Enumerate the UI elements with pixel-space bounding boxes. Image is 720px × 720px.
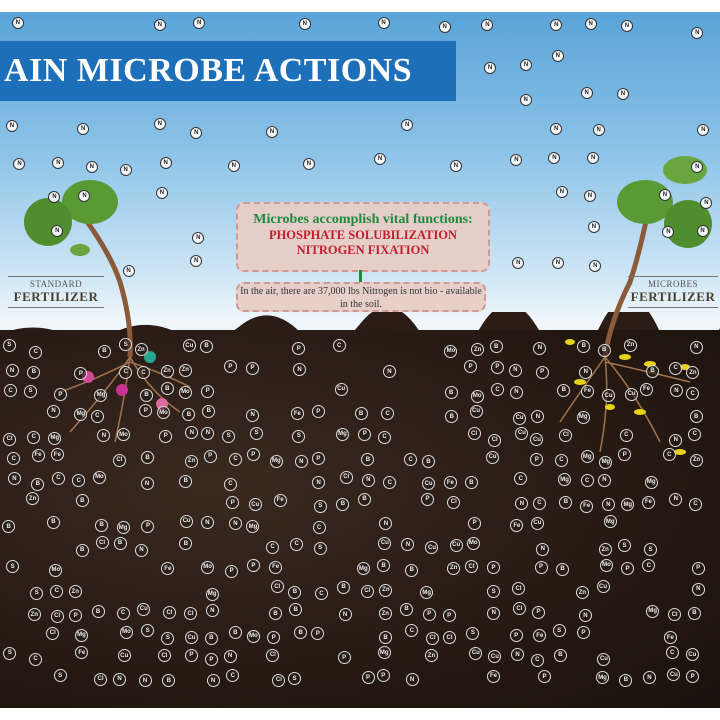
nitrogen-atom-icon: N [153, 19, 166, 32]
nitrogen-atom-icon: N [510, 154, 523, 167]
nitrogen-atom-icon: N [190, 126, 203, 139]
page-title: AIN MICROBE ACTIONS [0, 41, 456, 101]
nitrogen-atom-icon: N [512, 256, 525, 269]
nitrogen-atom-icon: N [153, 118, 166, 131]
nitrogen-atom-icon: N [302, 158, 315, 171]
nitrogen-atom-icon: N [227, 159, 240, 172]
microbes-fertilizer-label: MICROBES FERTILIZER [628, 274, 718, 310]
microbe-functions-callout: Microbes accomplish vital functions: PHO… [236, 202, 490, 272]
nitrogen-atom-icon: N [377, 17, 390, 30]
standard-fertilizer-label: STANDARD FERTILIZER [8, 274, 104, 310]
callout-connector [359, 270, 362, 282]
leaf-icon [617, 180, 673, 224]
nitrogen-atom-icon: N [584, 17, 597, 30]
nitrogen-atom-icon: N [592, 124, 605, 137]
nitrogen-atom-icon: N [5, 119, 18, 132]
nitrogen-atom-icon: N [551, 50, 564, 63]
label-big: FERTILIZER [13, 289, 99, 304]
nitrogen-atom-icon: N [374, 152, 387, 165]
leaf-icon [664, 200, 712, 248]
leaf-icon [663, 156, 707, 184]
nitrogen-atom-icon: N [77, 122, 90, 135]
label-small: MICROBES [647, 279, 698, 289]
nitrogen-atom-icon: N [298, 18, 311, 31]
nitrogen-atom-icon: N [193, 16, 206, 29]
nitrogen-atom-icon: N [266, 125, 279, 138]
function-nitrogen: NITROGEN FIXATION [296, 243, 430, 257]
nitrogen-atom-icon: N [520, 58, 533, 71]
function-phosphate: PHOSPHATE SOLUBILIZATION [268, 228, 458, 242]
nitrogen-note: In the air, there are 37,000 lbs Nitroge… [236, 282, 486, 312]
callout-heading: Microbes accomplish vital functions: [253, 212, 473, 227]
nitrogen-atom-icon: N [52, 156, 65, 169]
nitrogen-atom-icon: N [519, 94, 532, 107]
nitrogen-atom-icon: N [620, 20, 633, 33]
nitrogen-atom-icon: N [580, 87, 593, 100]
nitrogen-atom-icon: N [11, 17, 24, 30]
nitrogen-atom-icon: N [13, 157, 26, 170]
nitrogen-atom-icon: N [691, 26, 704, 39]
nitrogen-atom-icon: N [159, 157, 172, 170]
label-big: FERTILIZER [630, 289, 716, 304]
label-small: STANDARD [29, 279, 83, 289]
nitrogen-atom-icon: N [481, 19, 494, 32]
nitrogen-atom-icon: N [550, 122, 563, 135]
nitrogen-atom-icon: N [438, 21, 451, 34]
nitrogen-atom-icon: N [697, 123, 710, 136]
leaf-icon [24, 198, 72, 246]
nitrogen-atom-icon: N [484, 61, 497, 74]
left-plant [24, 180, 191, 443]
nitrogen-atom-icon: N [401, 118, 414, 131]
nitrogen-atom-icon: N [616, 88, 629, 101]
nitrogen-atom-icon: N [449, 159, 462, 172]
nitrogen-atom-icon: N [550, 18, 563, 31]
